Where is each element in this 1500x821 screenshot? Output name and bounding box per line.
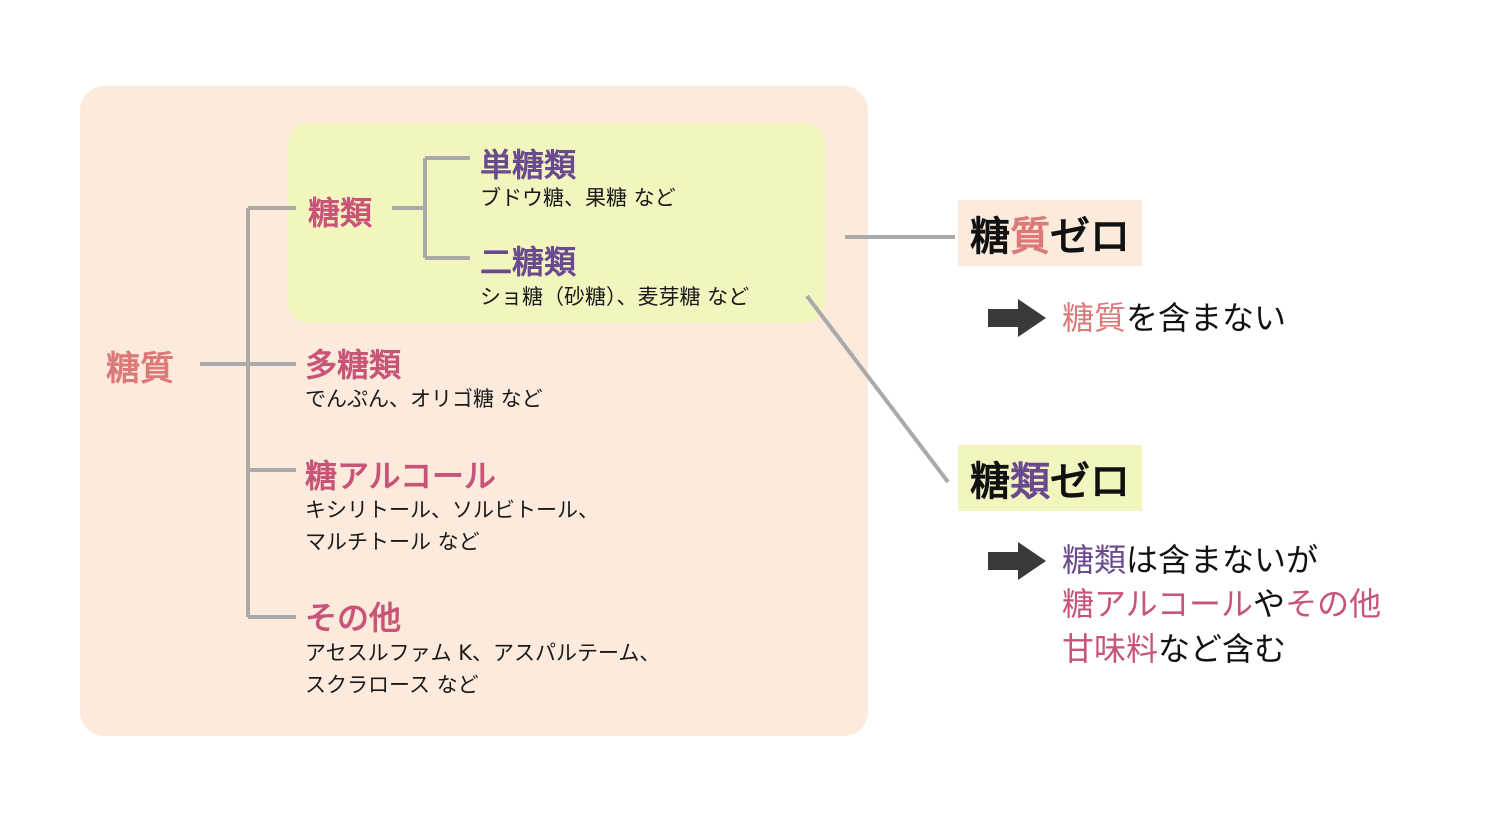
other-label: その他 bbox=[305, 599, 402, 637]
right-arrow-icon bbox=[988, 542, 1046, 580]
poly-examples: でんぷん、オリゴ糖 など bbox=[305, 387, 543, 411]
sugar-zero-line3-a: 甘味料 bbox=[1062, 630, 1159, 668]
alcohol-label: 糖アルコール bbox=[305, 457, 497, 495]
carb-zero-title-b: 質 bbox=[1010, 214, 1050, 260]
other-examples-line2: スクラロース など bbox=[305, 673, 479, 697]
poly-label: 多糖類 bbox=[305, 346, 402, 384]
sugar-zero-title-a: 糖 bbox=[970, 459, 1010, 505]
carb-zero-result-b: を含まない bbox=[1126, 299, 1287, 337]
sugar-zero-title: 糖類ゼロ bbox=[958, 445, 1142, 511]
di-examples: ショ糖（砂糖）、麦芽糖 など bbox=[480, 285, 750, 309]
carb-zero-title-c: ゼロ bbox=[1050, 214, 1130, 260]
root-label: 糖質 bbox=[106, 349, 174, 389]
mono-examples: ブドウ糖、果糖 など bbox=[480, 186, 676, 210]
sugars-label: 糖類 bbox=[308, 194, 373, 232]
other-examples-line1: アセスルファム K、アスパルテーム、 bbox=[305, 641, 661, 665]
carb-zero-result-a: 糖質 bbox=[1062, 299, 1127, 337]
carb-zero-title: 糖質ゼロ bbox=[958, 200, 1142, 266]
sugar-zero-line1-b: は含まないが bbox=[1126, 541, 1319, 579]
mono-label: 単糖類 bbox=[480, 146, 577, 184]
sugar-zero-title-b: 類 bbox=[1010, 459, 1050, 505]
sugar-zero-line2-b: や bbox=[1253, 585, 1286, 623]
sugar-zero-line2-c: その他 bbox=[1285, 585, 1382, 623]
sugar-zero-line1-a: 糖類 bbox=[1062, 541, 1127, 579]
sugars-panel bbox=[288, 123, 825, 323]
carb-zero-result: 糖質を含まない bbox=[1062, 296, 1286, 340]
sugar-zero-result-line3: 甘味料など含む bbox=[1062, 627, 1286, 671]
right-arrow-icon bbox=[988, 299, 1046, 337]
sugar-zero-result-line1: 糖類は含まないが bbox=[1062, 538, 1318, 582]
alcohol-examples-line2: マルチトール など bbox=[305, 530, 480, 554]
sugar-zero-line2-a: 糖アルコール bbox=[1062, 585, 1254, 623]
sugar-zero-title-c: ゼロ bbox=[1050, 459, 1130, 505]
link-sugar-zero bbox=[805, 294, 950, 484]
alcohol-examples-line1: キシリトール、ソルビトール、 bbox=[305, 498, 599, 522]
carb-zero-title-a: 糖 bbox=[970, 214, 1010, 260]
di-label: 二糖類 bbox=[480, 243, 577, 281]
sugar-zero-line3-b: など含む bbox=[1158, 630, 1287, 668]
sugar-zero-result-line2: 糖アルコールやその他 bbox=[1062, 582, 1381, 626]
